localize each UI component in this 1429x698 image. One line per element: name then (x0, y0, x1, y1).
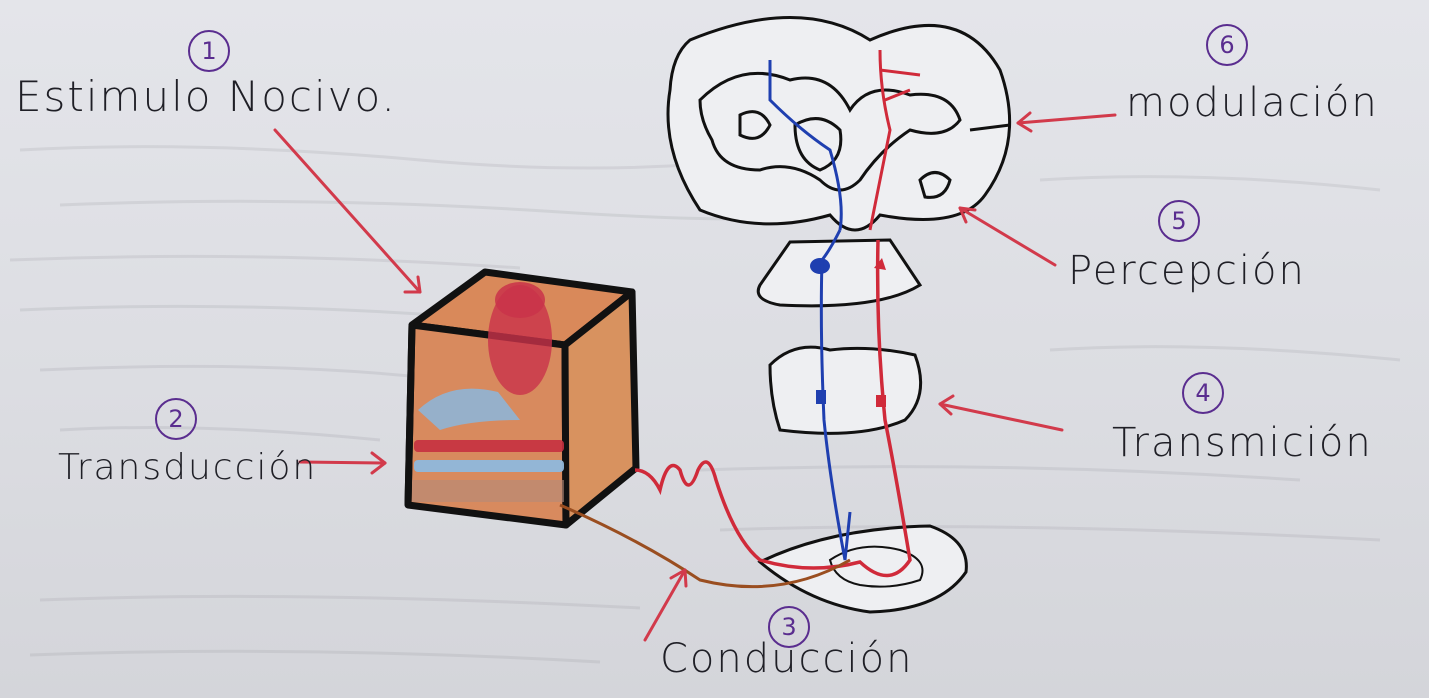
vertebra-lower (770, 347, 921, 433)
step-number-5: 5 (1158, 200, 1200, 242)
label-modulacion: modulación (1126, 80, 1379, 126)
arrow-perception (960, 208, 1055, 265)
label-percepcion: Percepción (1068, 248, 1306, 294)
tissue-cube (408, 272, 636, 525)
spinal-cord-section (668, 18, 1010, 231)
red-vessel (414, 440, 564, 452)
step-number-1: 1 (188, 30, 230, 72)
arrow-conduction (645, 570, 685, 640)
label-transduccion: Transducción (58, 447, 317, 488)
step-number-2: 2 (155, 398, 197, 440)
arrow-transmission (940, 404, 1062, 430)
dorsal-root-ganglion (760, 526, 966, 612)
step-number-4: 4 (1182, 372, 1224, 414)
vertebra-upper (758, 240, 920, 306)
arrow-modulation (1018, 115, 1115, 123)
label-conduccion: Conducción (660, 636, 913, 682)
blue-vessel (414, 460, 564, 472)
step-number-6: 6 (1206, 24, 1248, 66)
label-estimulo-nocivo: Estimulo Nocivo. (15, 72, 397, 121)
cube-bottom-layer (412, 480, 564, 502)
label-transmicion: Transmición (1112, 420, 1373, 466)
